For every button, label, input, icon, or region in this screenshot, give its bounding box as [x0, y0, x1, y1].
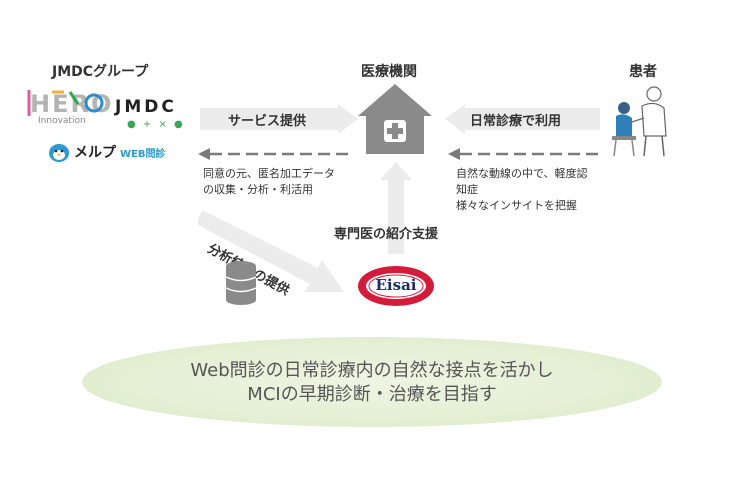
- jmdc-group-title: JMDCグループ: [52, 64, 149, 80]
- patient-title: 患者: [629, 64, 657, 80]
- service-arrow: [200, 104, 358, 134]
- penguin-icon: [49, 144, 69, 162]
- hero-logo-accent: [27, 90, 104, 116]
- institution-title: 医療機関: [361, 64, 417, 80]
- eisai-logo-text: Eisai: [375, 276, 417, 294]
- hero-logo: HERO Innovation: [27, 90, 113, 126]
- jmdc-logo-text: JMDC: [115, 97, 177, 117]
- jmdc-logo-marks: ● + × ●: [127, 119, 185, 130]
- referral-up-arrow: [380, 162, 412, 254]
- eisai-logo: [358, 266, 434, 306]
- clinic-house-icon: [358, 84, 432, 154]
- daily-use-arrow: [445, 104, 600, 134]
- goal-line-1: Web問診の日常診療内の自然な接点を活かし: [190, 360, 554, 381]
- meru-logo: メルプ WEB問診: [48, 142, 165, 162]
- consent-text-1: 同意の元、匿名加工データ: [203, 167, 335, 180]
- daily-use-label: 日常診療で利用: [470, 114, 562, 129]
- service-label: サービス提供: [228, 114, 307, 129]
- database-icon: [225, 261, 257, 305]
- data-dashed-arrow: [198, 148, 353, 160]
- meru-logo-text: メルプ: [74, 145, 116, 161]
- analysis-arrow: [198, 210, 344, 292]
- referral-label: 専門医の紹介支援: [334, 227, 439, 242]
- consent-text-2: の収集・分析・利活用: [203, 183, 313, 196]
- natural-text-3: 様々なインサイトを把握: [456, 199, 577, 212]
- natural-text-2: 知症: [456, 183, 478, 196]
- patient-doctor-icon: [612, 86, 667, 157]
- meru-logo-web: WEB問診: [120, 148, 166, 160]
- hero-logo-sub: Innovation: [38, 116, 86, 126]
- jmdc-logo: JMDC ● + × ●: [115, 97, 185, 130]
- patient-dashed-arrow: [448, 148, 598, 160]
- natural-text-1: 自然な動線の中で、軽度認: [456, 167, 588, 180]
- goal-ellipse: [82, 337, 662, 427]
- goal-line-2: MCIの早期診断・治療を目指す: [247, 384, 497, 405]
